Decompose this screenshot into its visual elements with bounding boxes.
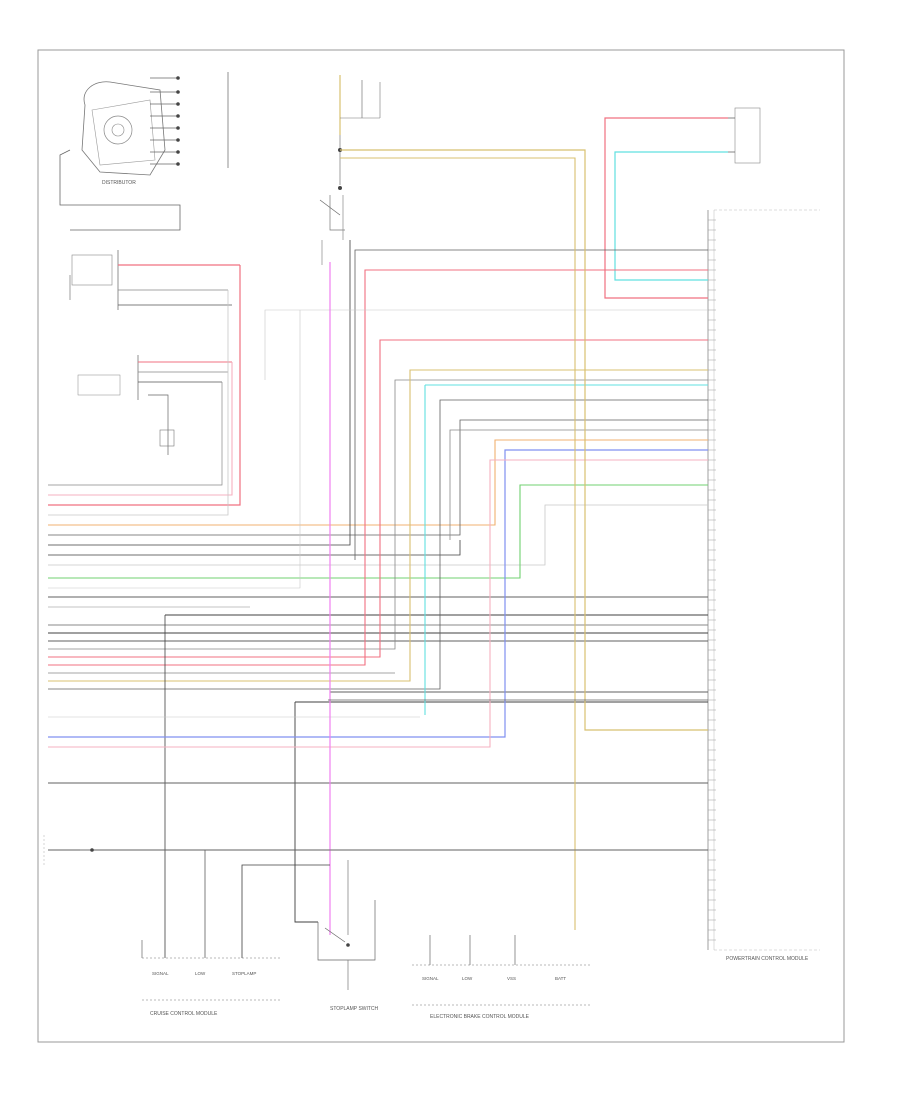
brake-pin-3: VSS [507,976,516,981]
stoplamp-switch-label: STOPLAMP SWITCH [330,1006,379,1012]
pcm-connector-right: POWERTRAIN CONTROL MODULE [707,209,820,962]
harness-wires [48,149,708,935]
brake-control-module: SIGNAL LOW VSS BATT ELECTRONIC BRAKE CON… [412,935,590,1020]
diagram-frame [37,49,845,1043]
top-right-sensor [604,107,761,299]
distributor-label: DISTRIBUTOR [102,180,136,186]
ignition-switch [319,75,381,265]
distributor: DISTRIBUTOR [59,72,229,231]
brake-module-label: ELECTRONIC BRAKE CONTROL MODULE [430,1014,530,1020]
fuse-block [43,835,94,865]
brake-pin-2: LOW [462,976,473,981]
cruise-pin-1: SIGNAL [152,971,169,976]
pcm-right-label: POWERTRAIN CONTROL MODULE [726,956,809,962]
cruise-control-module: SIGNAL LOW STOPLAMP CRUISE CONTROL MODUL… [141,849,708,1017]
brake-pin-1: SIGNAL [422,976,439,981]
cruise-module-label: CRUISE CONTROL MODULE [150,1011,218,1017]
cruise-pin-2: LOW [195,971,206,976]
stoplamp-switch: STOPLAMP SWITCH [317,860,379,1012]
cruise-pin-3: STOPLAMP [232,971,256,976]
left-sensors [69,250,240,455]
brake-pin-4: BATT [555,976,566,981]
